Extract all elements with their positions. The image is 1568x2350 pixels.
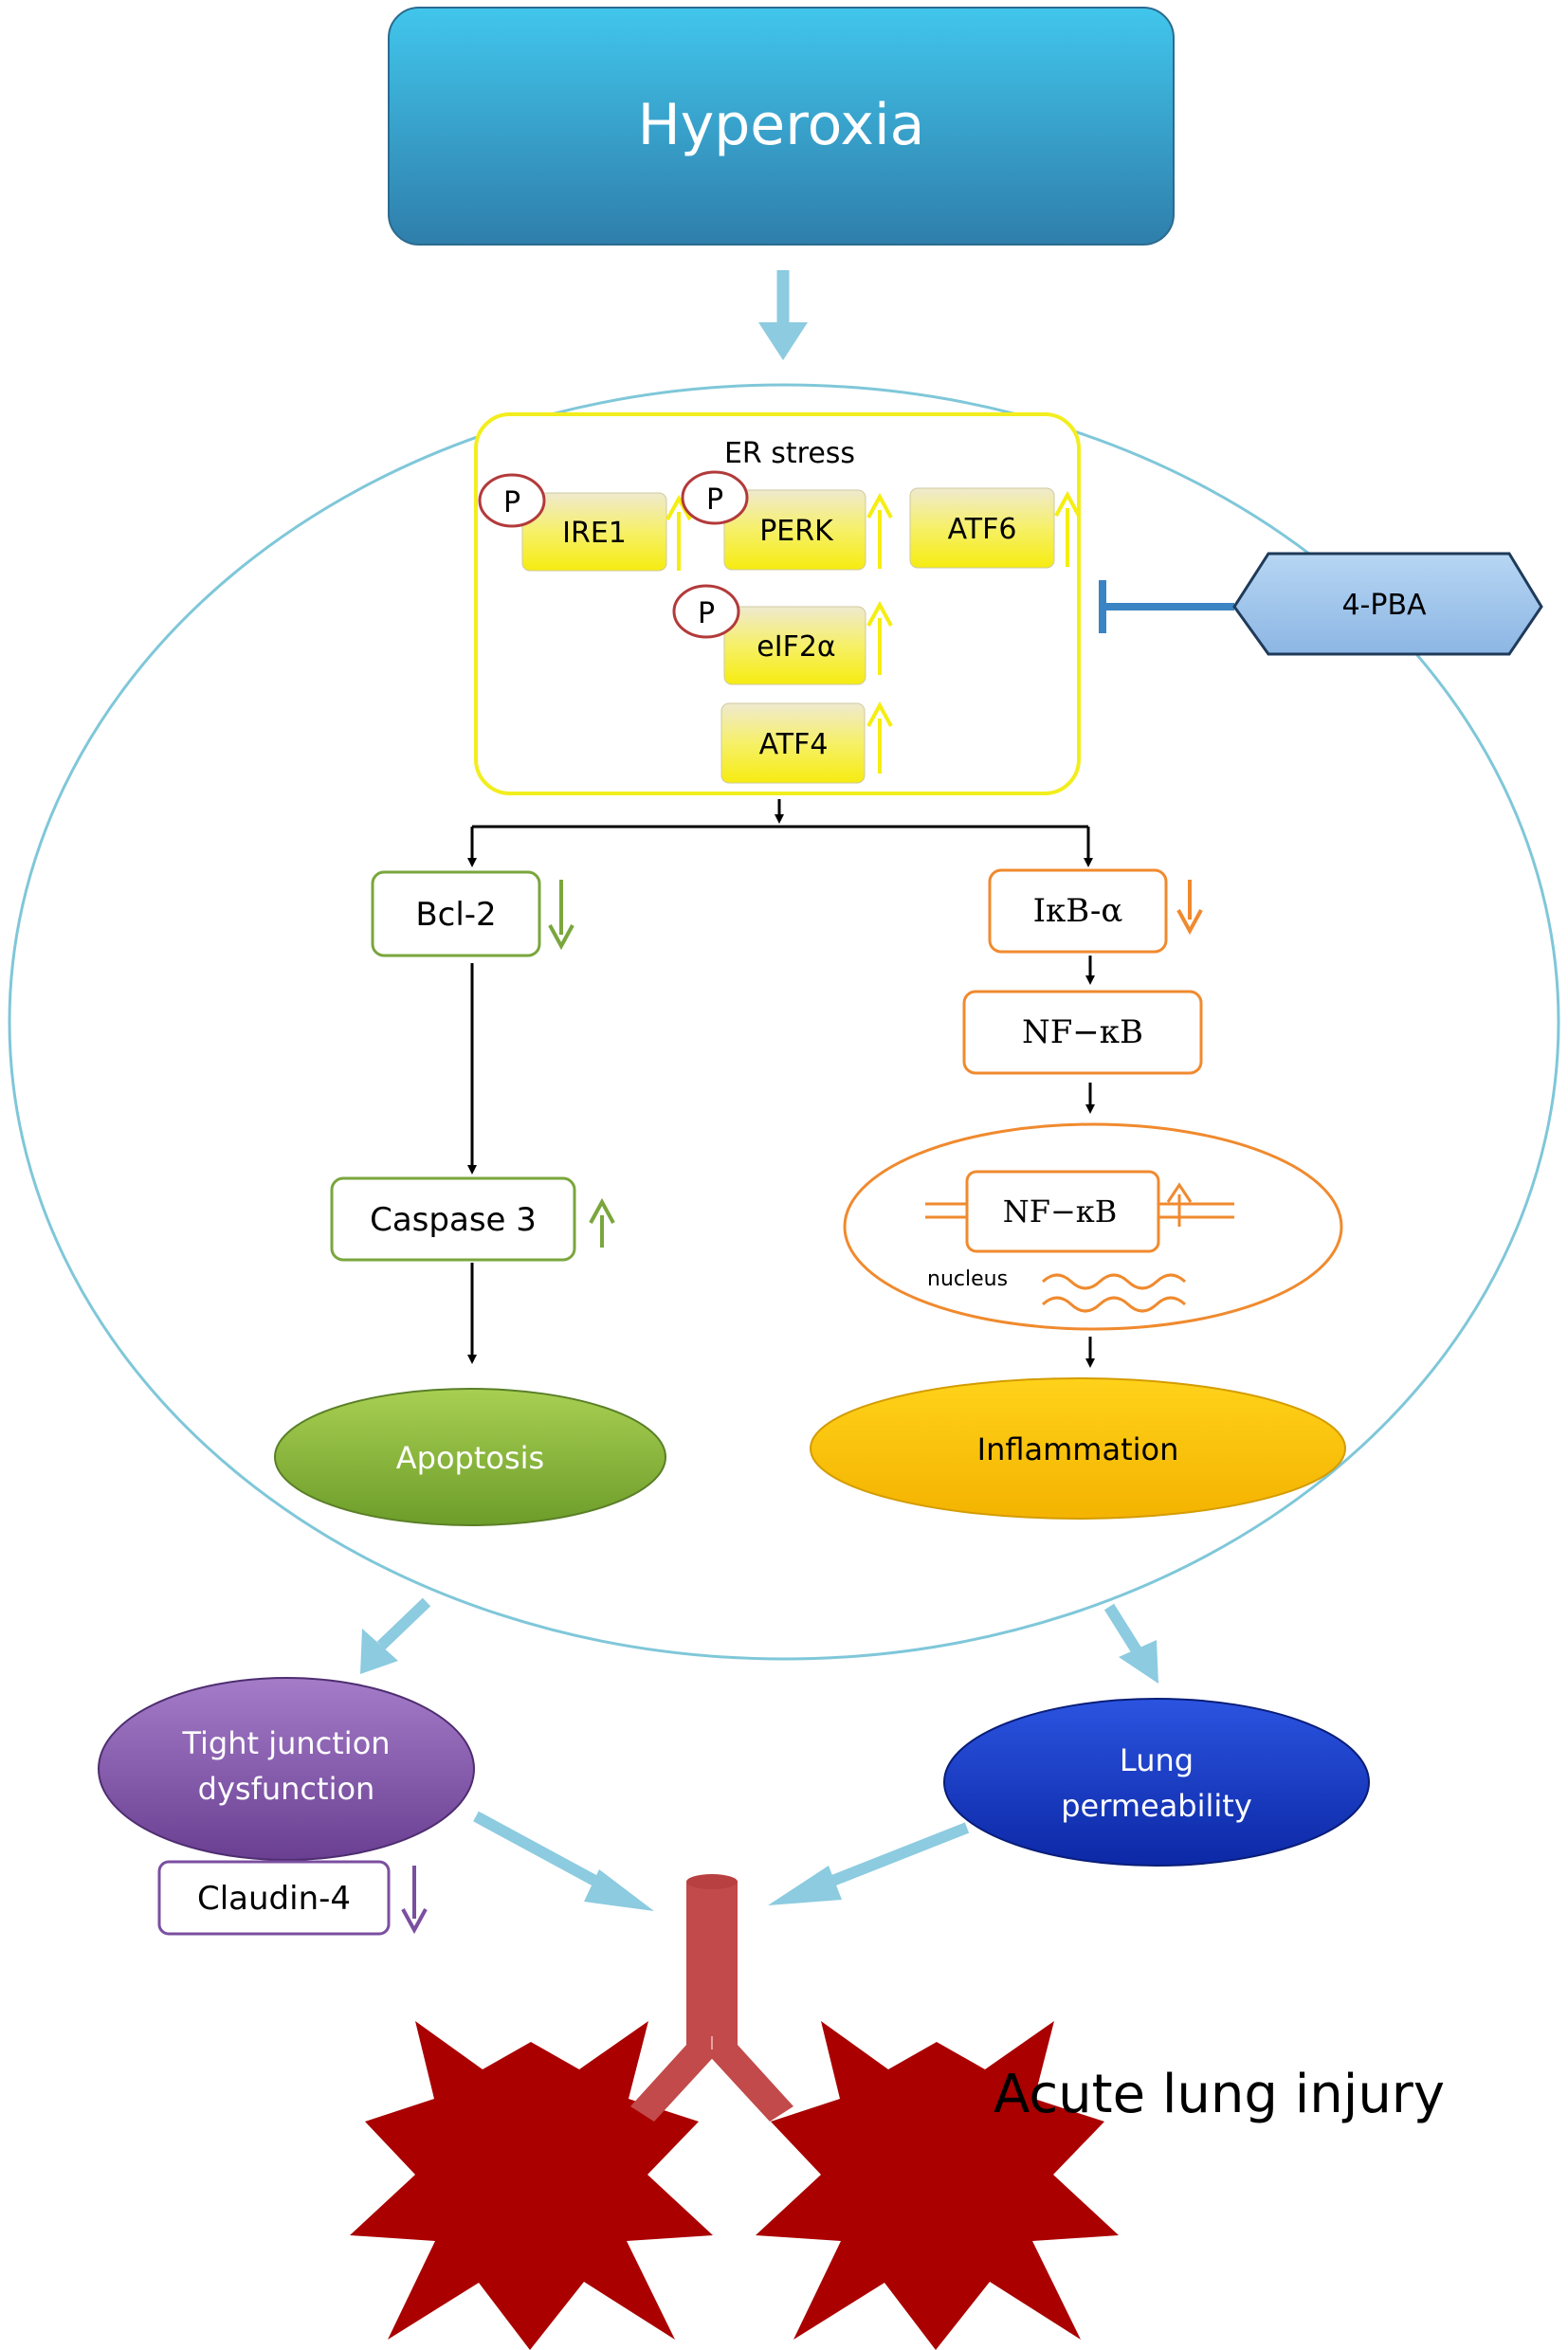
tight-junction-label-line1: Tight junction bbox=[181, 1725, 390, 1761]
bcl2-node bbox=[371, 870, 541, 957]
lung-icon bbox=[350, 1874, 1119, 2350]
claudin4-down-arrow bbox=[401, 1866, 428, 1935]
hyperoxia-label: Hyperoxia bbox=[638, 92, 925, 158]
dna-strand bbox=[925, 1202, 1234, 1219]
left-lung-burst bbox=[350, 2021, 713, 2350]
er-stress-title: ER stress bbox=[724, 437, 855, 470]
caspase3-node bbox=[330, 1176, 576, 1262]
tight-junction-to-lung-arrow bbox=[473, 1811, 654, 1911]
apoptosis-node bbox=[274, 1388, 666, 1526]
atf6-node bbox=[909, 487, 1055, 569]
hyperoxia-to-cell-arrow bbox=[758, 270, 808, 360]
eif2a-phospho-badge bbox=[672, 584, 740, 639]
nfkb-nuclear-label: NF−κB bbox=[1003, 1193, 1118, 1230]
perk-up-arrow bbox=[866, 492, 893, 569]
bcl2-down-arrow bbox=[548, 880, 574, 951]
lung-permeability-node: Lung permeability bbox=[943, 1698, 1370, 1867]
atf4-up-arrow bbox=[866, 701, 893, 774]
lung-permeability-label-line2: permeability bbox=[1061, 1788, 1252, 1824]
tight-junction-label-line2: dysfunction bbox=[198, 1771, 375, 1807]
inhibitor-4pba: 4-PBA bbox=[1099, 552, 1543, 656]
caspase3-up-arrow bbox=[589, 1197, 615, 1248]
cell-to-permeability-arrow bbox=[1103, 1603, 1158, 1684]
eif2a-label: eIF2α bbox=[757, 630, 835, 664]
ire1-phospho-badge bbox=[478, 473, 546, 528]
inflammation-label: Inflammation bbox=[977, 1431, 1179, 1467]
perk-phospho-badge bbox=[681, 470, 749, 525]
atf4-node bbox=[720, 702, 866, 784]
caspase3-label: Caspase 3 bbox=[370, 1201, 537, 1239]
eif2a-phospho-label: P bbox=[698, 597, 715, 630]
ikba-node bbox=[988, 868, 1168, 954]
ikba-down-arrow bbox=[1176, 880, 1203, 936]
4pba-node bbox=[1232, 552, 1543, 656]
nfkb-cytoplasm-node bbox=[962, 990, 1203, 1075]
ire1-label: IRE1 bbox=[562, 517, 627, 550]
cell-outline bbox=[8, 383, 1560, 1661]
ire1-up-arrow bbox=[665, 494, 692, 571]
4pba-label: 4-PBA bbox=[1341, 589, 1427, 622]
atf6-up-arrow bbox=[1054, 490, 1081, 567]
claudin4-label: Claudin-4 bbox=[197, 1880, 351, 1918]
apoptosis-label: Apoptosis bbox=[396, 1440, 544, 1476]
inflammation-branch: IκB-α NF−κB NF−κB nucleus Infla bbox=[810, 868, 1346, 1520]
bronchus-right bbox=[703, 2033, 793, 2122]
nfkb-nuclear-node bbox=[965, 1170, 1160, 1253]
inflammation-node bbox=[810, 1377, 1346, 1520]
perk-phospho-label: P bbox=[706, 483, 723, 517]
mrna-wave-icon bbox=[1041, 1273, 1187, 1313]
nucleus-label: nucleus bbox=[927, 1267, 1008, 1291]
ire1-node bbox=[521, 492, 667, 572]
right-lung-burst bbox=[756, 2021, 1119, 2350]
ire1-phospho-label: P bbox=[503, 486, 520, 519]
perk-label: PERK bbox=[759, 515, 834, 548]
atf4-label: ATF4 bbox=[759, 728, 829, 761]
bronchus-left bbox=[630, 2033, 720, 2122]
eif2a-node bbox=[723, 606, 866, 685]
permeability-to-lung-arrow bbox=[768, 1822, 970, 1905]
bcl2-label: Bcl-2 bbox=[415, 896, 496, 934]
apoptosis-branch: Bcl-2 Caspase 3 Apoptosis bbox=[274, 870, 666, 1526]
er-branch-connector bbox=[467, 799, 1093, 867]
hyperoxia-node: Hyperoxia bbox=[388, 7, 1175, 246]
ikba-label: IκB-α bbox=[1033, 892, 1123, 930]
perk-node bbox=[723, 489, 866, 571]
eif2a-up-arrow bbox=[866, 600, 893, 675]
atf6-label: ATF6 bbox=[948, 513, 1017, 546]
trachea bbox=[686, 1882, 738, 2045]
claudin4-node bbox=[157, 1860, 391, 1936]
claudin4-group: Claudin-4 bbox=[157, 1860, 428, 1936]
nfkb-nuclear-up-arrow bbox=[1166, 1182, 1193, 1227]
er-stress-box: ER stress IRE1 P PERK P ATF6 eIF2α P bbox=[474, 412, 1081, 795]
cell-to-tight-junction-arrow bbox=[360, 1597, 431, 1674]
tight-junction-node: Tight junction dysfunction bbox=[98, 1677, 475, 1861]
acute-lung-injury-label: Acute lung injury bbox=[994, 2064, 1445, 2125]
lung-permeability-label-line1: Lung bbox=[1120, 1742, 1194, 1778]
nfkb-cytoplasm-label: NF−κB bbox=[1022, 1013, 1143, 1051]
